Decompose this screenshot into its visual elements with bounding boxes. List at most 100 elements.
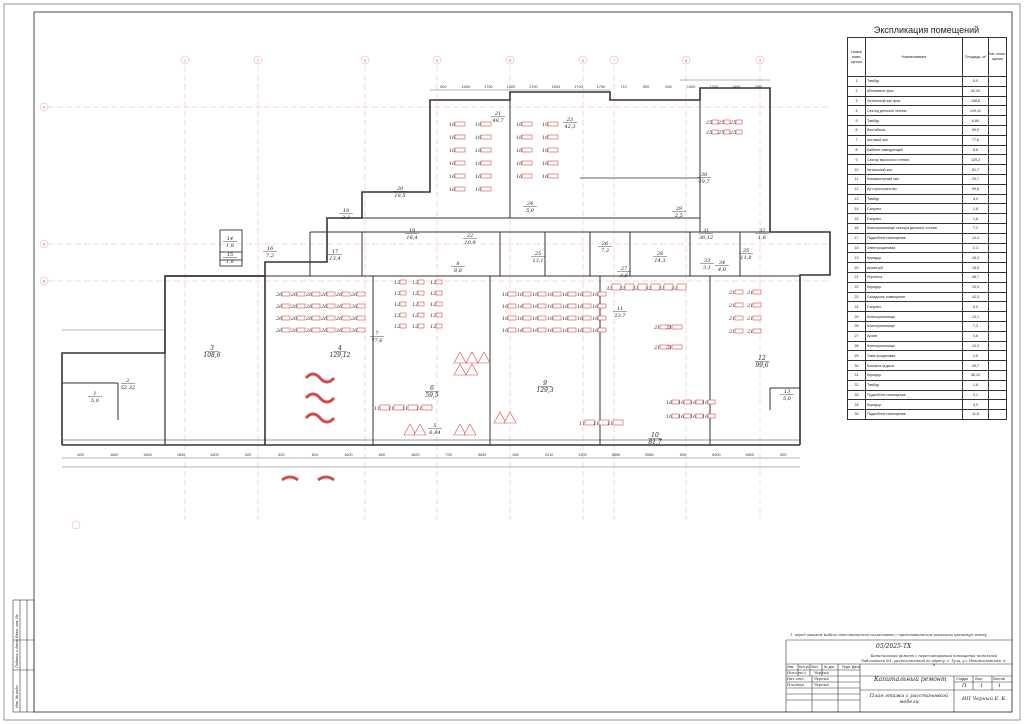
row-category bbox=[988, 95, 1007, 107]
row-number: 20 bbox=[847, 262, 866, 273]
row-name: Тамбур bbox=[865, 115, 963, 126]
header-name: Наименование bbox=[865, 37, 963, 77]
furniture-number: 21 bbox=[728, 329, 735, 335]
room-number: 34 bbox=[719, 260, 725, 266]
row-category bbox=[988, 369, 1007, 381]
row-number: 22 bbox=[847, 281, 866, 293]
row-number: 32 bbox=[847, 379, 866, 391]
furniture-number: 26 bbox=[305, 328, 313, 334]
furniture-number: 26 bbox=[290, 304, 298, 310]
room-number: 27 bbox=[620, 266, 628, 272]
row-number: 6 bbox=[847, 124, 866, 136]
row-category bbox=[988, 242, 1007, 254]
furniture-number: 16 bbox=[562, 316, 569, 322]
furniture-number: 11 bbox=[416, 406, 422, 412]
furniture-item bbox=[356, 291, 366, 297]
row-number: 28 bbox=[847, 340, 866, 352]
furniture-number: 26 bbox=[350, 304, 358, 310]
room-area: 52,32 bbox=[121, 385, 135, 391]
furniture-number: 26 bbox=[305, 304, 313, 310]
axis-label: 1 bbox=[184, 58, 187, 63]
furniture-number: 25 bbox=[705, 120, 712, 126]
room-number: 3 bbox=[210, 345, 214, 352]
dim-label: 1700 bbox=[574, 85, 582, 89]
row-name: Коридор bbox=[865, 369, 963, 381]
furniture-number: 21 bbox=[746, 316, 753, 322]
furniture-number: 26 bbox=[275, 316, 283, 322]
triangle-table bbox=[465, 363, 479, 376]
furniture-number: 26 bbox=[350, 328, 358, 334]
room-area: 5,0 bbox=[783, 396, 792, 402]
furniture-item bbox=[407, 404, 419, 411]
row-name: Книгохранилище bbox=[865, 320, 963, 332]
furniture-number: 21 bbox=[665, 325, 672, 331]
furniture-item bbox=[435, 323, 443, 329]
furniture-item bbox=[454, 160, 466, 166]
furniture-number: 16 bbox=[547, 304, 554, 310]
dim-label: 1700 bbox=[597, 85, 605, 89]
furniture-item bbox=[671, 324, 683, 330]
dim-label: 1600 bbox=[210, 453, 218, 457]
room-number: 24 bbox=[526, 201, 533, 207]
col-qty: Кол.уч bbox=[799, 665, 810, 669]
row-number: 26 bbox=[847, 320, 866, 332]
room-number: 28 bbox=[656, 251, 663, 257]
triangle-table bbox=[477, 351, 491, 364]
furniture-item bbox=[582, 327, 592, 333]
sheet-value: 1 bbox=[980, 683, 984, 689]
furniture-number: 12 bbox=[430, 324, 436, 330]
furniture-item bbox=[734, 302, 744, 308]
room-number: 31 bbox=[703, 228, 709, 234]
furniture-number: 26 bbox=[290, 292, 298, 298]
triangle-table bbox=[503, 411, 517, 424]
axis-bubble bbox=[609, 55, 619, 65]
room-number: 25 bbox=[534, 251, 541, 257]
furniture-number: 32 bbox=[632, 286, 638, 292]
furniture-item bbox=[281, 315, 291, 321]
triangle-table bbox=[453, 351, 467, 364]
axis-bubble bbox=[681, 55, 691, 65]
furniture-number: 16 bbox=[592, 292, 599, 298]
furniture-item bbox=[326, 315, 336, 321]
furniture-item bbox=[435, 279, 443, 285]
dim-label: 1400 bbox=[507, 85, 515, 89]
room-area: 77,6 bbox=[371, 338, 383, 344]
furniture-number: 12 bbox=[412, 324, 418, 330]
row-name: Компьютерный зал bbox=[865, 173, 963, 185]
col-date: Дата bbox=[852, 665, 860, 669]
furniture-number: 16 bbox=[475, 161, 482, 167]
furniture-number: 16 bbox=[475, 148, 482, 154]
triangle-table bbox=[453, 423, 467, 436]
sheets-value: 1 bbox=[998, 683, 1002, 689]
furniture-number: 16 bbox=[532, 304, 539, 310]
row-name: Подсобное помещение bbox=[865, 232, 963, 244]
dim-label: 6900 bbox=[746, 453, 754, 457]
dim-label: 1200 bbox=[578, 453, 586, 457]
row-name: Санузел bbox=[865, 213, 963, 224]
row-number: 11 bbox=[847, 173, 866, 185]
building-walls bbox=[61, 87, 831, 446]
furniture-item bbox=[296, 303, 306, 309]
dim-label: 920 bbox=[245, 453, 251, 457]
row-number: 25 bbox=[847, 311, 866, 322]
room-area: 42,3 bbox=[563, 124, 575, 130]
furniture-item bbox=[597, 303, 607, 309]
furniture-item bbox=[507, 303, 517, 309]
row-category bbox=[988, 232, 1007, 244]
row-category bbox=[988, 360, 1007, 371]
room-number: 10 bbox=[651, 432, 659, 439]
row-number: 15 bbox=[847, 213, 866, 224]
furniture-number: 32 bbox=[619, 286, 625, 292]
axis-label: 3 bbox=[364, 58, 367, 63]
furniture-number: 16 bbox=[516, 135, 523, 141]
room-area: 13,1 bbox=[532, 258, 543, 264]
